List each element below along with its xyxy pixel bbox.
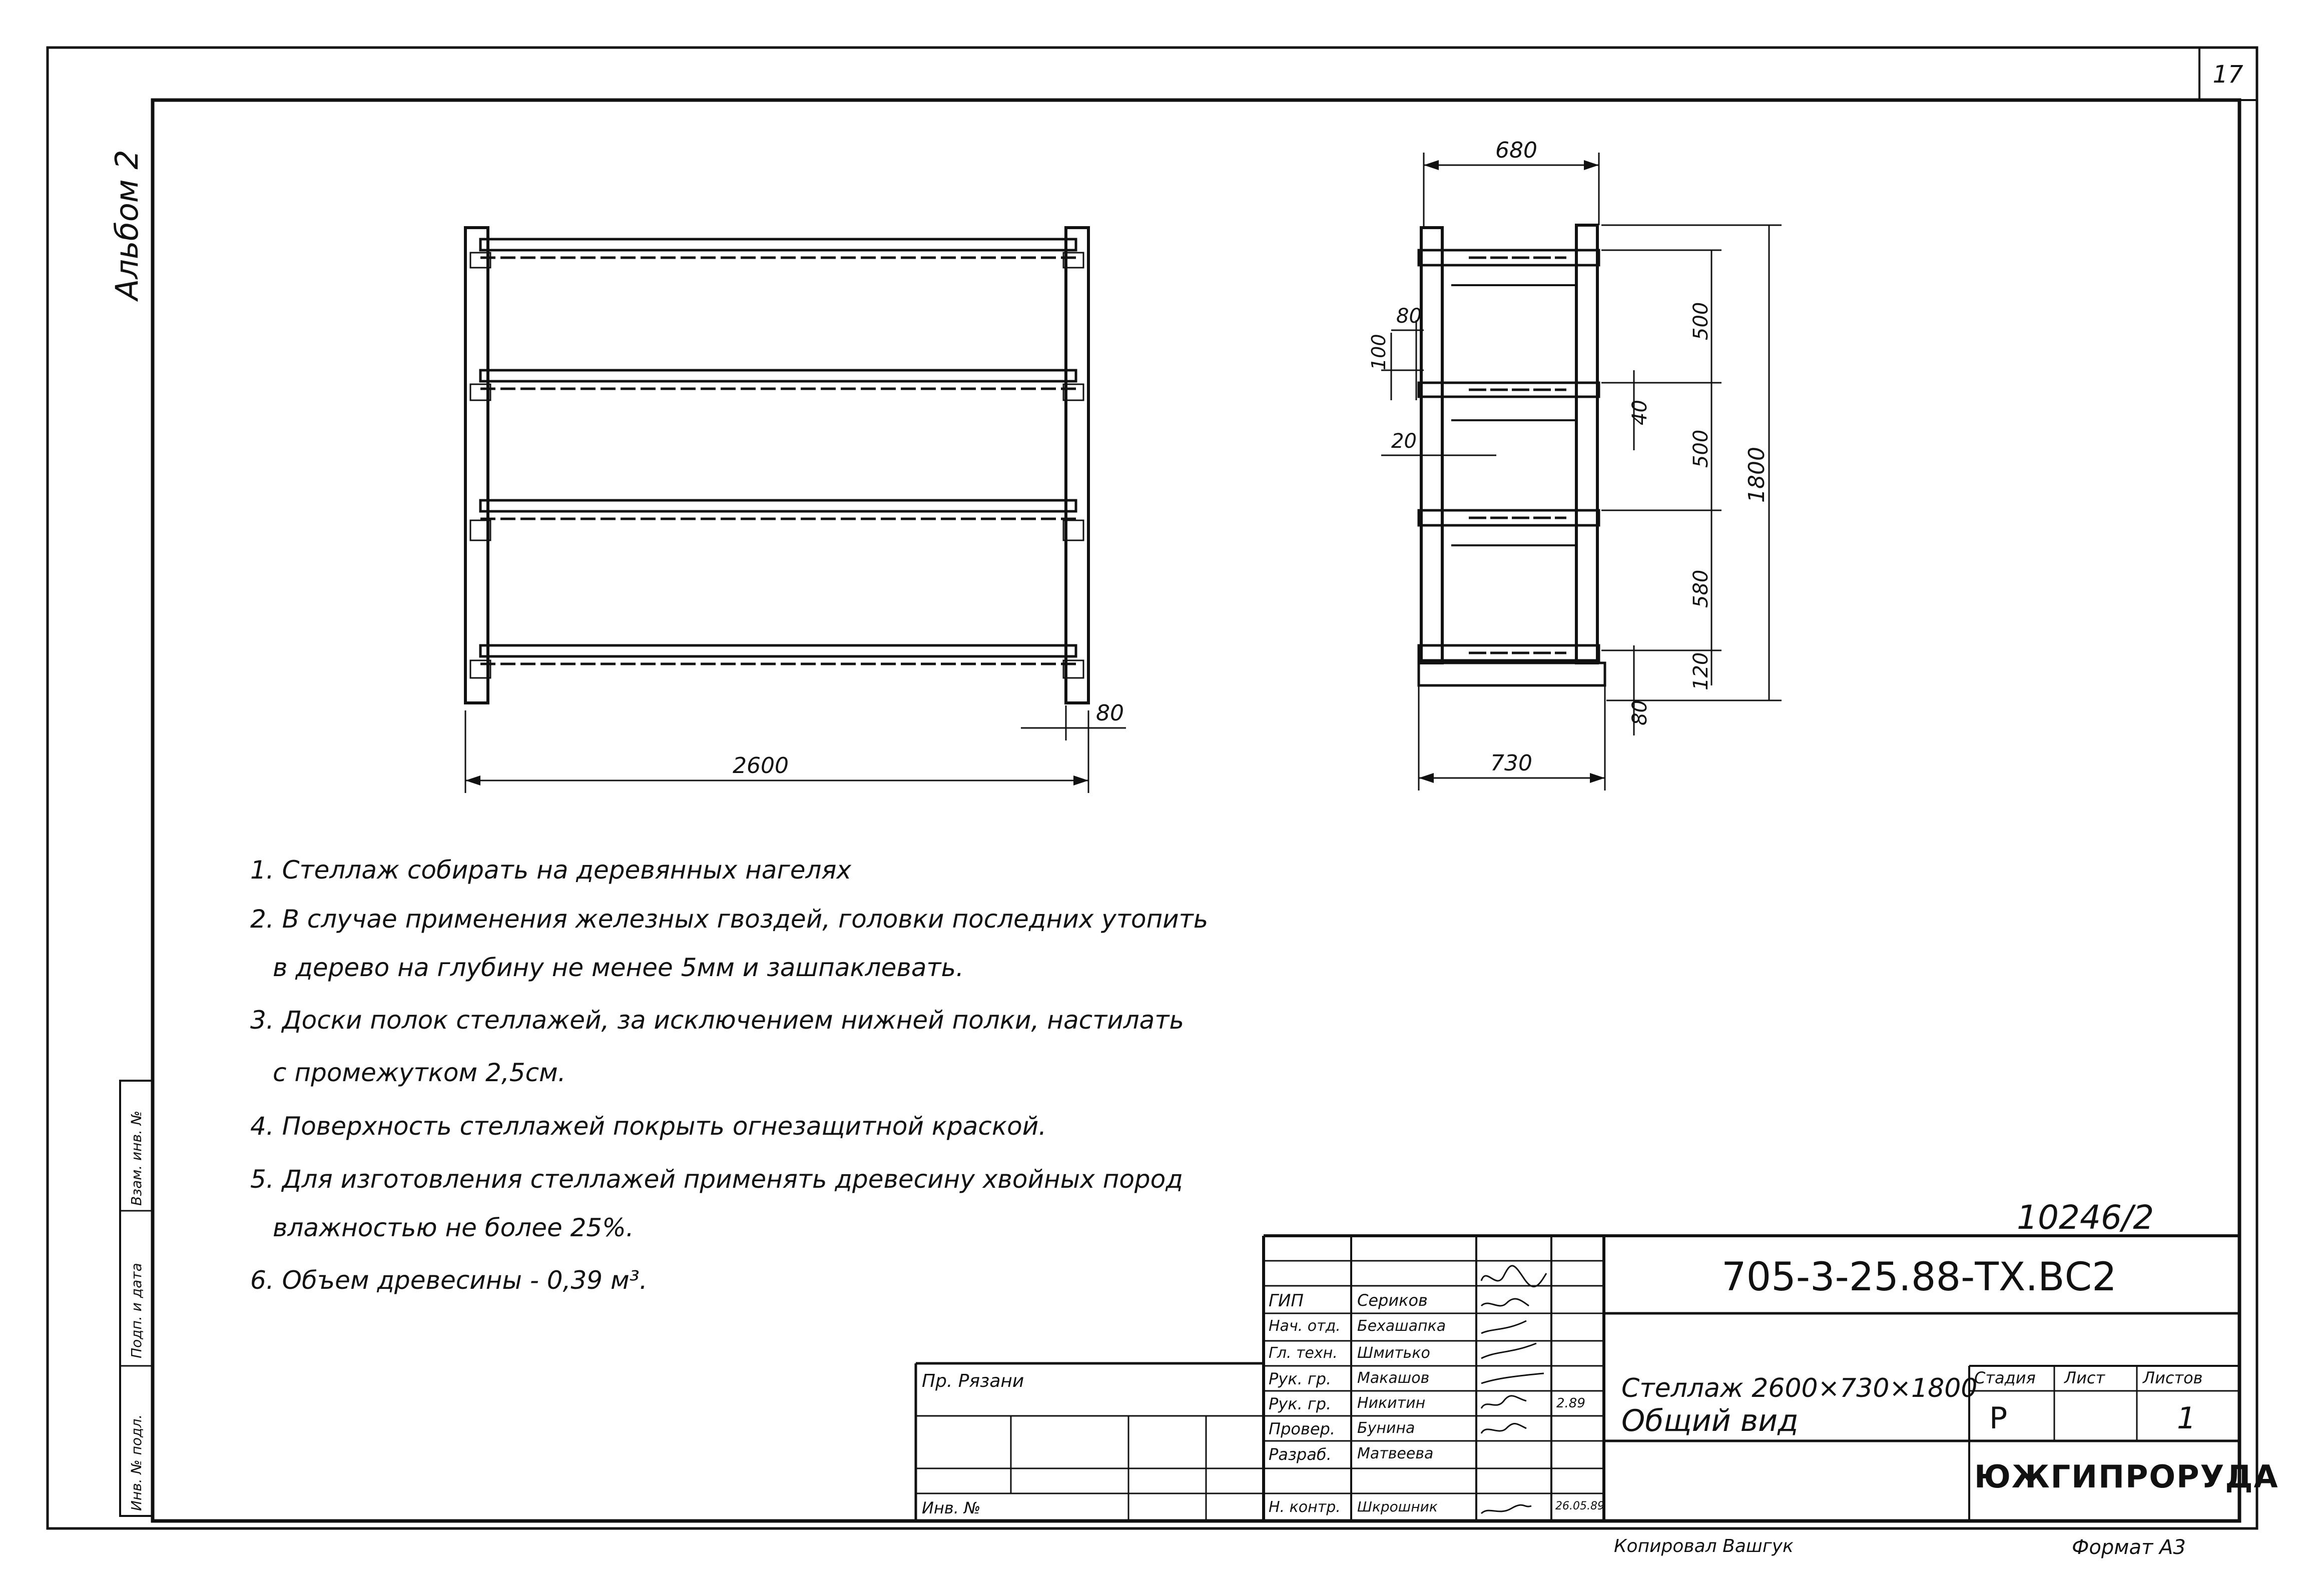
sheets-header: Листов [2143, 1368, 2203, 1387]
note-line-6: 4. Поверхность стеллажей покрыть огнезащ… [250, 1112, 1047, 1141]
role-1: ГИП [1269, 1291, 1304, 1311]
note-line-4: 3. Доски полок стеллажей, за исключением… [250, 1006, 1184, 1035]
side-shelf-2 [1417, 381, 1600, 398]
copied-by: Копировал Вашгук [1614, 1536, 1794, 1556]
project-label: Пр. Рязани [922, 1371, 1024, 1391]
side-left-dim-100: 100 [1368, 334, 1390, 370]
name-3: Шмитько [1357, 1344, 1430, 1362]
side-span-2: 500 [1689, 430, 1712, 468]
inner-frame [151, 98, 2241, 1523]
front-post-left [464, 226, 489, 704]
front-view: 2600 80 [464, 226, 1126, 793]
sheet-header: Лист [2064, 1368, 2105, 1387]
name-5: Никитин [1357, 1394, 1426, 1412]
note-line-9: 6. Объем древесины - 0,39 м³. [250, 1266, 648, 1295]
side-plank-dim: 40 [1628, 400, 1651, 425]
inv-label: Инв. № [922, 1498, 981, 1517]
role-7: Разраб. [1269, 1445, 1332, 1464]
side-span-4: 120 [1689, 652, 1712, 690]
role-5: Рук. гр. [1269, 1394, 1332, 1413]
name-6: Бунина [1357, 1419, 1415, 1437]
name-2: Бехашапка [1357, 1317, 1446, 1335]
date-1: 2.89 [1556, 1396, 1585, 1411]
note-line-2: 2. В случае применения железных гвоздей,… [250, 905, 1209, 934]
name-8: Шкрошник [1357, 1498, 1438, 1515]
side-span-1: 500 [1689, 302, 1712, 340]
side-span-3: 580 [1689, 570, 1712, 608]
title-line-1: Стеллаж 2600×730×1800 [1621, 1373, 1978, 1403]
org-name: ЮЖГИПРОРУДА [1974, 1458, 2279, 1495]
doc-number: 705-3-25.88-ТХ.ВС2 [1721, 1255, 2117, 1300]
front-post-dim: 80 [1096, 700, 1124, 726]
date-2: 26.05.89 [1555, 1500, 1604, 1512]
note-line-7: 5. Для изготовления стеллажей применять … [250, 1165, 1183, 1194]
name-7: Матвеева [1357, 1445, 1434, 1462]
side-shelf-4 [1417, 644, 1600, 662]
format-label: Формат А3 [2072, 1536, 2186, 1559]
front-shelf-2 [469, 369, 1084, 401]
sheets-value: 1 [2177, 1401, 2196, 1436]
stage-value: Р [1989, 1401, 2008, 1436]
side-stamp: Инв. № подл. Подп. и дата Взам. инв. № [119, 1080, 154, 1517]
name-4: Макашов [1357, 1369, 1430, 1387]
title-line-2: Общий вид [1621, 1403, 1799, 1438]
role-2: Нач. отд. [1269, 1317, 1341, 1335]
side-stamp-text-2: Подп. и дата [128, 1263, 145, 1358]
note-line-1: 1. Стеллаж собирать на деревянных нагеля… [250, 856, 852, 885]
front-post-right [1064, 226, 1090, 704]
role-3: Гл. техн. [1269, 1344, 1338, 1362]
side-base [1417, 661, 1606, 687]
front-shelf-1 [469, 238, 1084, 269]
note-line-8: влажностью не более 25%. [273, 1213, 634, 1242]
role-8: Н. контр. [1269, 1498, 1341, 1516]
name-1: Сериков [1357, 1291, 1428, 1310]
page-number: 17 [2212, 61, 2243, 89]
side-height-dim: 1800 [1744, 447, 1770, 503]
side-base-dim: 80 [1628, 700, 1651, 725]
page-number-box [2198, 47, 2258, 101]
stage-header: Стадия [1974, 1368, 2036, 1387]
side-shelf-1 [1417, 249, 1600, 267]
side-post-right [1575, 224, 1599, 664]
side-stamp-text-3: Взам. инв. № [128, 1111, 145, 1206]
side-left-dim-20: 20 [1391, 430, 1417, 453]
side-view: 680 730 500 500 580 120 40 80 1800 100 8… [1368, 138, 1782, 790]
signatures [1480, 1265, 1547, 1514]
note-line-5: с промежутком 2,5см. [273, 1058, 566, 1087]
role-4: Рук. гр. [1269, 1369, 1332, 1388]
side-bottom-dim: 730 [1490, 750, 1532, 776]
front-shelf-4 [469, 644, 1084, 679]
role-6: Провер. [1269, 1419, 1335, 1438]
album-label: Альбом 2 [109, 150, 145, 302]
side-stamp-text-1: Инв. № подл. [128, 1414, 145, 1511]
note-line-3: в дерево на глубину не менее 5мм и зашпа… [273, 953, 964, 982]
outer-frame [46, 46, 2258, 1530]
front-width-dim: 2600 [733, 753, 789, 778]
side-top-dim: 680 [1495, 138, 1537, 163]
title-block-grid [914, 1234, 2239, 1521]
side-shelf-3 [1417, 509, 1600, 527]
front-shelf-3 [469, 499, 1084, 541]
side-left-dim-80: 80 [1396, 305, 1422, 328]
side-post-left [1420, 226, 1444, 664]
handwritten-number: 10246/2 [2017, 1198, 2154, 1237]
